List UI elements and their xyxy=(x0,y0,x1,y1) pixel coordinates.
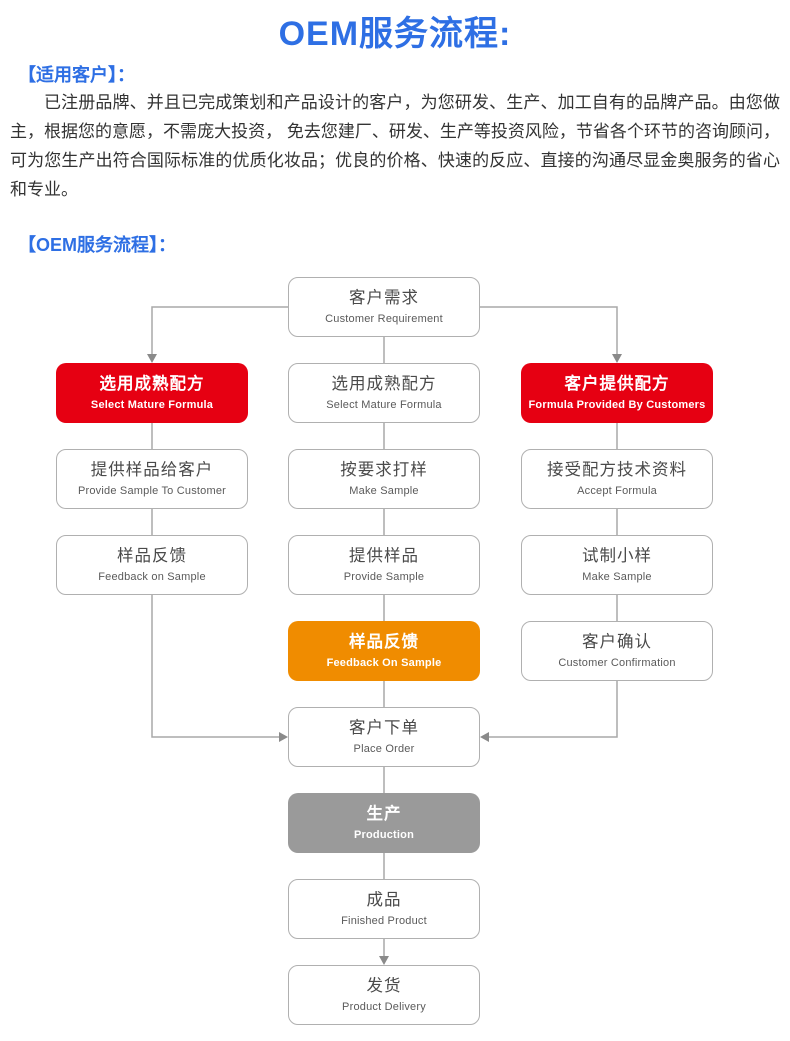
flow-node-label-zh: 样品反馈 xyxy=(117,547,187,566)
flow-node-label-zh: 样品反馈 xyxy=(349,633,419,652)
arrowhead-icon xyxy=(147,354,157,363)
flow-node-make-sample-to-order: 按要求打样 Make Sample xyxy=(288,449,480,509)
flow-node-label-en: Place Order xyxy=(353,742,415,755)
connector-line xyxy=(480,306,618,359)
customers-section-label: 【适用客户】： xyxy=(18,65,135,85)
flow-node-feedback-on-sample-left: 样品反馈 Feedback on Sample xyxy=(56,535,248,595)
flow-node-finished-product: 成品 Finished Product xyxy=(288,879,480,939)
flow-node-label-zh: 接受配方技术资料 xyxy=(547,461,687,480)
flow-node-label-zh: 提供样品 xyxy=(349,547,419,566)
flow-section-label: 【OEM服务流程】： xyxy=(18,235,177,255)
flow-node-label-zh: 试制小样 xyxy=(582,547,652,566)
flow-node-label-en: Make Sample xyxy=(582,570,652,583)
flow-node-label-en: Customer Requirement xyxy=(325,312,443,325)
connector-line xyxy=(485,681,618,738)
flow-node-label-en: Make Sample xyxy=(349,484,419,497)
flow-node-label-zh: 客户确认 xyxy=(582,633,652,652)
flow-node-label-zh: 按要求打样 xyxy=(340,461,428,480)
flow-node-label-zh: 成品 xyxy=(366,891,402,910)
flow-node-label-en: Feedback On Sample xyxy=(326,656,442,669)
connector-line xyxy=(151,595,283,738)
flow-node-feedback-on-sample-middle: 样品反馈 Feedback On Sample xyxy=(288,621,480,681)
flow-node-place-order: 客户下单 Place Order xyxy=(288,707,480,767)
flow-node-accept-formula: 接受配方技术资料 Accept Formula xyxy=(521,449,713,509)
flow-node-label-en: Formula Provided By Customers xyxy=(528,398,706,411)
arrowhead-icon xyxy=(612,354,622,363)
flow-node-label-en: Select Mature Formula xyxy=(326,398,442,411)
flow-node-label-en: Feedback on Sample xyxy=(98,570,206,583)
flow-node-label-zh: 客户需求 xyxy=(349,289,419,308)
arrowhead-icon xyxy=(379,956,389,965)
flow-node-production: 生产 Production xyxy=(288,793,480,853)
flow-node-formula-provided-by-customers: 客户提供配方 Formula Provided By Customers xyxy=(521,363,713,423)
flow-node-product-delivery: 发货 Product Delivery xyxy=(288,965,480,1025)
flow-node-provide-sample-to-customer: 提供样品给客户 Provide Sample To Customer xyxy=(56,449,248,509)
arrowhead-icon xyxy=(279,732,288,742)
page-title: OEM服务流程: xyxy=(278,15,512,53)
flow-node-label-zh: 选用成熟配方 xyxy=(331,375,437,394)
flow-node-label-en: Provide Sample To Customer xyxy=(77,484,227,497)
flow-node-label-en: Production xyxy=(353,828,415,841)
flow-node-provide-sample: 提供样品 Provide Sample xyxy=(288,535,480,595)
flow-node-label-en: Accept Formula xyxy=(577,484,657,497)
flow-node-label-zh: 客户提供配方 xyxy=(564,375,670,394)
flow-node-label-en: Provide Sample xyxy=(343,570,425,583)
flow-node-label-en: Select Mature Formula xyxy=(90,398,214,411)
flow-node-select-mature-formula-middle: 选用成熟配方 Select Mature Formula xyxy=(288,363,480,423)
connector-line xyxy=(151,306,288,359)
flow-node-customer-requirement: 客户需求 Customer Requirement xyxy=(288,277,480,337)
flow-node-label-zh: 生产 xyxy=(366,805,402,824)
flow-node-customer-confirmation: 客户确认 Customer Confirmation xyxy=(521,621,713,681)
flow-node-label-zh: 提供样品给客户 xyxy=(90,461,214,480)
flow-node-label-en: Customer Confirmation xyxy=(558,656,676,669)
flow-node-label-zh: 客户下单 xyxy=(349,719,419,738)
flow-node-label-en: Finished Product xyxy=(341,914,427,927)
flow-node-label-zh: 发货 xyxy=(366,977,402,996)
arrowhead-icon xyxy=(480,732,489,742)
flow-node-label-zh: 选用成熟配方 xyxy=(99,375,205,394)
customers-section-body: 已注册品牌、并且已完成策划和产品设计的客户，为您研发、生产、加工自有的品牌产品。… xyxy=(10,93,780,199)
flow-node-select-mature-formula-left: 选用成熟配方 Select Mature Formula xyxy=(56,363,248,423)
flow-node-label-en: Product Delivery xyxy=(342,1000,426,1013)
flow-node-trial-small-sample: 试制小样 Make Sample xyxy=(521,535,713,595)
